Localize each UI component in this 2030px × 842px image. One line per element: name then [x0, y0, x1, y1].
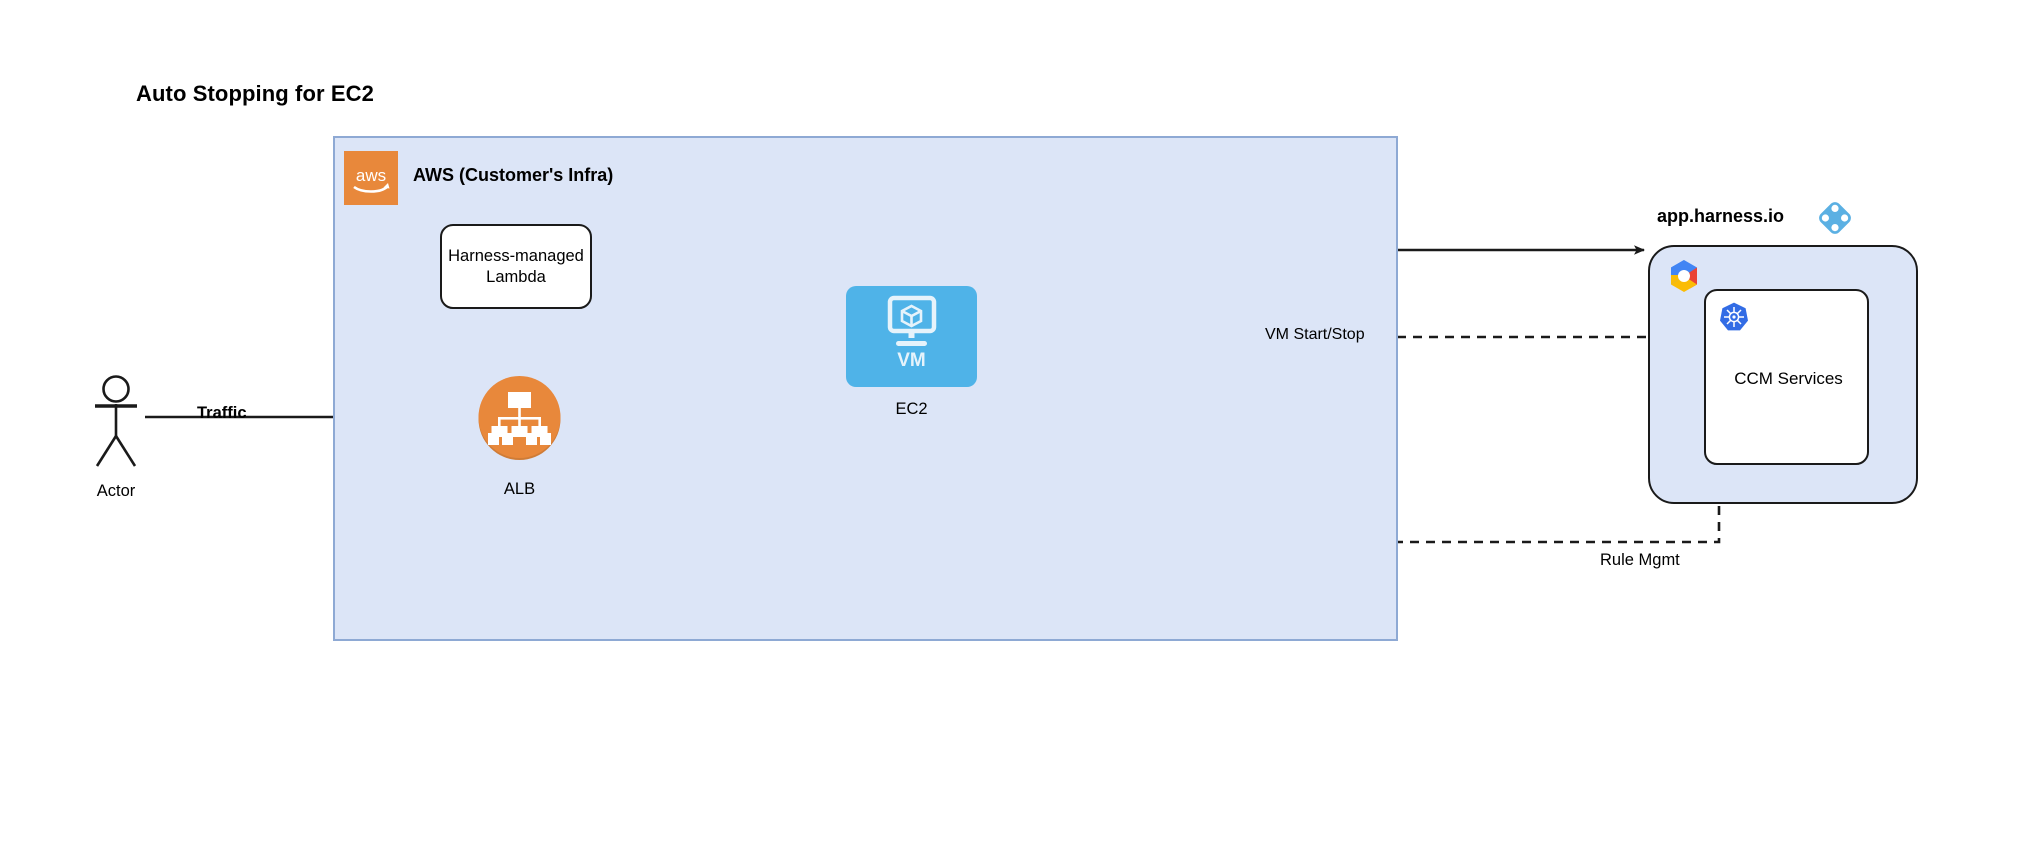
aws-logo: aws	[344, 151, 398, 205]
kubernetes-logo	[1718, 301, 1750, 333]
alb-node[interactable]	[477, 375, 562, 460]
ec2-vm-text: VM	[897, 350, 926, 371]
vm-monitor-icon	[887, 295, 937, 346]
ec2-node[interactable]: VM	[846, 286, 977, 387]
harness-title: app.harness.io	[1657, 206, 1785, 226]
harness-diamond-logo	[1816, 199, 1854, 237]
ec2-node-label: EC2	[895, 400, 928, 418]
edge-traffic-label: Traffic	[197, 404, 247, 422]
lambda-node[interactable]: Harness-managed Lambda	[440, 224, 592, 309]
lambda-label-line1: Harness-managed	[448, 246, 584, 265]
harness-diamond-logo-icon	[1819, 202, 1851, 234]
actor-node[interactable]	[86, 374, 146, 470]
load-balancer-icon	[478, 376, 561, 460]
edge-rule-mgmt-label: Rule Mgmt	[1600, 551, 1680, 569]
actor-node-label: Actor	[96, 482, 136, 500]
gcp-logo-icon	[1671, 260, 1697, 292]
edge-vm-start-stop-label: VM Start/Stop	[1261, 326, 1369, 345]
svg-text:aws: aws	[356, 166, 386, 185]
alb-node-label: ALB	[503, 480, 536, 498]
page-title: Auto Stopping for EC2	[136, 81, 374, 106]
lambda-label-line2: Lambda	[486, 267, 546, 286]
aws-logo-icon: aws	[353, 166, 390, 193]
lambda-node-label: Harness-managed Lambda	[448, 246, 584, 287]
aws-container-title: AWS (Customer's Infra)	[413, 165, 614, 185]
ccm-services-label: CCM Services	[1734, 369, 1843, 388]
ccm-services-node[interactable]: CCM Services	[1704, 289, 1869, 465]
stick-figure-actor-icon	[95, 375, 137, 467]
kubernetes-logo-icon	[1720, 302, 1748, 331]
gcp-logo	[1664, 256, 1704, 296]
